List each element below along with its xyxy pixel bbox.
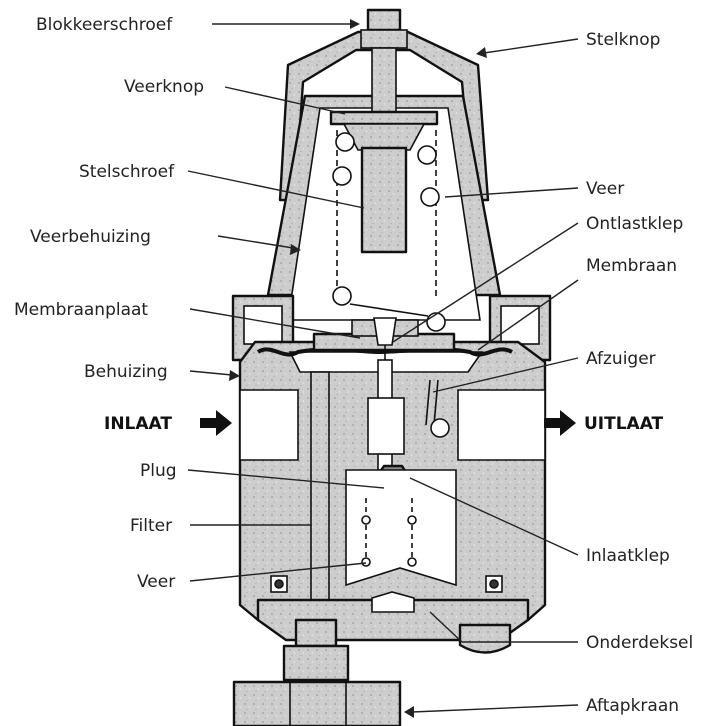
leader-inlaatklep: [409, 477, 579, 556]
label-veerbehuizing: Veerbehuizing: [30, 227, 151, 247]
inlet-passage: [239, 389, 299, 461]
membraan-diaphragm: [256, 347, 513, 357]
flange-bolt-left: [243, 305, 283, 345]
leader-veerknop: [224, 86, 346, 115]
label-ontlastklep: Ontlastklep: [586, 214, 683, 234]
aftapkraan-nut: [282, 644, 350, 682]
label-filter: Filter: [130, 516, 172, 536]
inlaat-arrow-icon: [200, 410, 232, 436]
label-veer-bottom: Veer: [137, 572, 175, 592]
label-aftapkraan: Aftapkraan: [586, 696, 679, 716]
leader-aftapkraan: [411, 704, 579, 713]
stem-guide: [367, 397, 405, 455]
leader-veer-top: [444, 187, 579, 198]
aftapkraan-valve: [232, 680, 402, 726]
lower-spring-coil: [361, 515, 371, 525]
uitlaat-arrow-icon: [544, 410, 576, 436]
label-blokkeerschroef: Blokkeerschroef: [36, 15, 173, 35]
veerknop-plate: [329, 110, 439, 126]
spring-coil: [420, 187, 440, 207]
onderdeksel-recess: [371, 591, 415, 613]
lower-spring-coil: [407, 557, 417, 567]
leader-stelschroef: [187, 170, 365, 209]
blokkeerschroef-collar: [360, 29, 408, 49]
lower-chamber: [345, 469, 457, 587]
lower-spring: [361, 498, 417, 567]
label-veer-top: Veer: [586, 179, 624, 199]
spring-coil: [426, 312, 446, 332]
leader-veerbehuizing: [217, 235, 294, 249]
spring-coils: [332, 130, 446, 332]
label-plug: Plug: [140, 461, 177, 481]
labels: Blokkeerschroef Stelknop Veerknop Stelsc…: [14, 15, 693, 716]
label-inlaat: INLAAT: [104, 414, 172, 434]
label-afzuiger: Afzuiger: [586, 349, 656, 369]
stelschroef-upper: [371, 47, 397, 113]
leader-behuizing: [189, 370, 233, 376]
ontlastklep: [373, 317, 397, 346]
label-membraan: Membraan: [586, 256, 677, 276]
leader-veer-bottom: [189, 562, 367, 582]
spring-coil: [332, 286, 352, 306]
label-membraanplaat: Membraanplaat: [14, 300, 148, 320]
afzuiger-tube: [425, 379, 431, 426]
label-onderdeksel: Onderdeksel: [586, 633, 693, 653]
veerknop-body: [342, 123, 426, 151]
regulator-drawing: [231, 8, 552, 726]
spring-coil: [417, 145, 437, 165]
label-stelknop: Stelknop: [586, 30, 660, 50]
spring-coil: [335, 132, 355, 152]
leader-stelknop: [483, 38, 579, 54]
drain-stem: [294, 618, 338, 648]
label-behuizing: Behuizing: [84, 362, 168, 382]
label-veerknop: Veerknop: [124, 77, 204, 97]
lower-spring-coil: [361, 557, 371, 567]
outlet-passage: [457, 389, 546, 461]
label-inlaatklep: Inlaatklep: [586, 546, 670, 566]
leader-membraan: [477, 279, 579, 351]
spring-coil: [332, 166, 352, 186]
blokkeerschroef-nut: [366, 8, 402, 32]
leader-afzuiger: [432, 357, 579, 393]
stelschroef: [360, 146, 408, 254]
leader-ontlastklep: [392, 222, 579, 343]
drain-boss: [458, 623, 512, 654]
label-uitlaat: UITLAAT: [584, 414, 664, 434]
lower-spring-coil: [407, 515, 417, 525]
label-stelschroef: Stelschroef: [79, 162, 175, 182]
leader-membraanplaat: [189, 308, 361, 339]
leader-plug: [187, 469, 385, 489]
afzuiger-ball: [430, 418, 450, 438]
leader-lines: [187, 19, 579, 718]
